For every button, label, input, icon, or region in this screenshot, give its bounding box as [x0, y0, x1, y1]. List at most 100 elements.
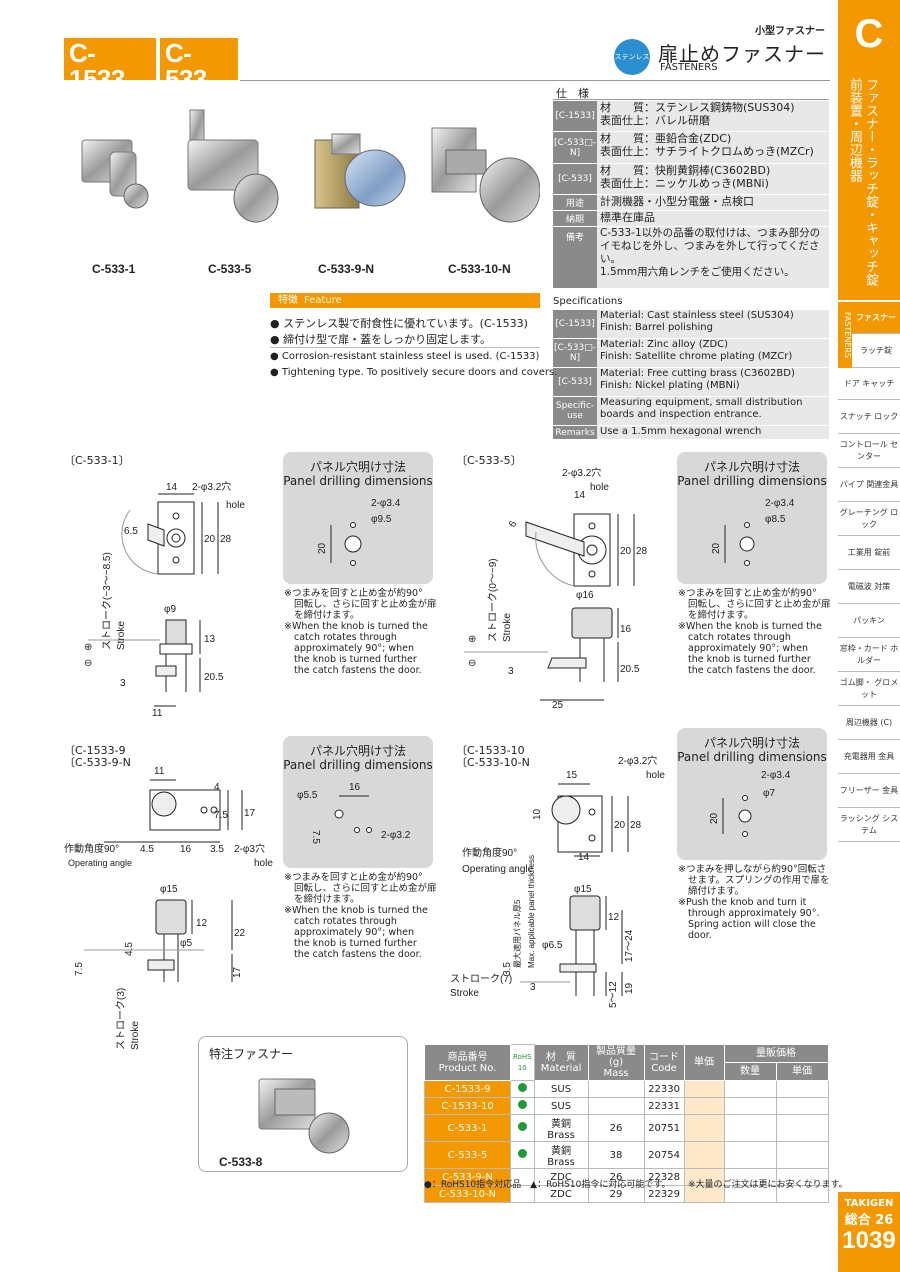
side-item-grating[interactable]: グレーチング ロック — [838, 502, 900, 536]
d3-dim-v17: 17 — [232, 966, 243, 978]
product-photos — [81, 109, 540, 223]
side-item-emi[interactable]: 電磁波 対策 — [838, 570, 900, 604]
drawing4-note: ※つまみを押しながら約90°回転させます。スプリングの作用で扉を締付けます。 ※… — [678, 864, 830, 941]
d3-dim-16: 16 — [180, 844, 192, 855]
table-row: C-533-9-N ZDC 26 22328 — [424, 1168, 829, 1186]
page-subtitle: FASTENERS — [660, 62, 718, 73]
side-item-latch[interactable]: ラッチ錠 — [852, 334, 900, 368]
spec-en-c533n: [C-533□-N] Material: Zinc alloy (ZDC)Fin… — [553, 339, 829, 368]
photo-c533-8 — [258, 1078, 350, 1154]
d1-minus: ⊖ — [84, 658, 92, 669]
d1-dim-20-5: 20.5 — [204, 672, 224, 683]
side-item-snatch[interactable]: スナッチ ロック — [838, 400, 900, 434]
d1-dim-hole: 2-φ3.2穴 — [192, 480, 231, 493]
side-item-freezer[interactable]: フリーザー 金具 — [838, 774, 900, 808]
d3-angle: 作動角度90° — [64, 842, 119, 855]
d2-dim-6: 6 — [507, 519, 520, 530]
side-item-packing[interactable]: パッキン — [838, 604, 900, 638]
spec-row-c533n: [C-533□-N] 材 質：亜鉛合金(ZDC)表面仕上：サチライトクロムめっき… — [553, 132, 829, 164]
p3-dim-32: 2-φ3.2 — [381, 830, 411, 841]
side-item-grommet[interactable]: ゴム脚・ グロメット — [838, 672, 900, 706]
p2-dim-85: φ8.5 — [765, 514, 786, 525]
feature-divider — [270, 347, 540, 348]
d2-stroke-en: Stroke — [502, 613, 513, 642]
drawing3: 11 4 7.5 17 作動角度90° Operating angle 4.5 … — [64, 766, 273, 1050]
custom-title: 特注ファスナー — [209, 1047, 294, 1061]
side-item-pipe[interactable]: パイプ 関連金具 — [838, 468, 900, 502]
d4-dim-15: 15 — [566, 770, 578, 781]
side-item-card-holder[interactable]: 窓枠・カード ホルダー — [838, 638, 900, 672]
d3-dim-11: 11 — [154, 766, 165, 777]
d1-stroke: ストローク(−3〜−8.5) — [101, 552, 113, 650]
d4-dim-5-12: 5〜12 — [608, 981, 619, 1008]
d1-plus: ⊕ — [84, 642, 92, 653]
side-item-fastener[interactable]: ファスナー — [852, 302, 900, 334]
side-item-peripheral[interactable]: 周辺機器 (C) — [838, 706, 900, 740]
spec-row-use: 用途 計測機器・小型分電盤・点検口 — [553, 195, 829, 211]
d3-dim-3-5: 3.5 — [210, 844, 224, 855]
panel4: パネル穴明け寸法 Panel drilling dimensions 2-φ3.… — [677, 728, 827, 860]
side-item-lashing[interactable]: ラッシング システム — [838, 808, 900, 842]
p4-dim-7: φ7 — [763, 788, 775, 799]
d2-dim-hole-en: hole — [590, 482, 609, 493]
panel2: パネル穴明け寸法 Panel drilling dimensions 2-φ3.… — [677, 452, 827, 584]
p2-dim-34: 2-φ3.4 — [765, 498, 795, 509]
spec-heading-en: Specifications — [553, 296, 623, 307]
drawing2-label: 〔C-533-5〕 — [456, 454, 522, 467]
spec-row-delivery: 納期 標準在庫品 — [553, 211, 829, 227]
custom-fastener-box: 特注ファスナー C-533-8 — [198, 1036, 408, 1172]
d1-phi9: φ9 — [164, 604, 176, 615]
d1-stroke-en: Stroke — [116, 621, 127, 650]
spec-en-c533: [C-533] Material: Free cutting brass (C3… — [553, 368, 829, 397]
d3-dim-v7-5: 7.5 — [74, 962, 85, 976]
d4-angle: 作動角度90° — [462, 846, 517, 859]
table-footnote-left: ●：RoHS10指令対応品 ▲：RoHS10指令に対応可能です。 — [424, 1180, 671, 1190]
d2-dim-14: 14 — [574, 490, 586, 501]
drawing2-note: ※つまみを回すと止め金が約90°回転し、さらに回すと止め金が扉を締付けます。 ※… — [678, 588, 831, 676]
photo-label-1: C-533-1 — [92, 262, 136, 276]
p3-dim-16: 16 — [349, 782, 361, 793]
photo-label-2: C-533-5 — [208, 262, 252, 276]
d3-stroke-en: Stroke — [130, 1021, 141, 1050]
side-item-control[interactable]: コントロール センター — [838, 434, 900, 468]
side-item-industrial-lock[interactable]: 工業用 錠前 — [838, 536, 900, 570]
d1-dim-11: 11 — [152, 708, 163, 719]
d1-dim-20: 20 — [204, 534, 216, 545]
d1-dim-13: 13 — [204, 634, 216, 645]
table-row: C-533-1 黄銅 Brass 26 20751 — [424, 1114, 829, 1142]
photo-c533-5 — [187, 109, 279, 223]
d4-dim-12: 12 — [608, 912, 620, 923]
drawing3-label-2: 〔C-533-9-N — [64, 756, 131, 769]
d2-dim-20-5: 20.5 — [620, 664, 640, 675]
d4-dim-28: 28 — [630, 820, 642, 831]
side-item-charger[interactable]: 充電器用 金具 — [838, 740, 900, 774]
d1-dim-14: 14 — [166, 482, 178, 493]
panel3: パネル穴明け寸法 Panel drilling dimensions φ5.5 … — [283, 736, 433, 868]
header-rule — [240, 80, 830, 81]
drawing1-label: 〔C-533-1〕 — [64, 454, 130, 467]
photo-c533-10-n — [431, 127, 540, 223]
table-row: C-1533-10 SUS 22331 — [424, 1097, 829, 1115]
feature-line-1: ● ステンレス製で耐食性に優れています。(C-1533) — [270, 317, 528, 330]
spec-rule — [553, 99, 829, 100]
feature-line-en-2: ● Tightening type. To positively secure … — [270, 367, 558, 378]
page-number-box: TAKIGEN 総合 26 1039 — [838, 1192, 900, 1272]
spec-row-c533: [C-533] 材 質：快削黄銅棒(C3602BD)表面仕上：ニッケルめっき(M… — [553, 164, 829, 195]
drawing4: 15 2-φ3.2穴 hole 10 20 28 14 作動角度90° Oper… — [450, 754, 665, 1008]
d4-dim-10: 10 — [532, 808, 543, 820]
total-page: 総合 26 — [844, 1213, 894, 1228]
table-row: C-533-10-N ZDC 29 22329 — [424, 1185, 829, 1203]
d4-maxpanel-en: Max. applicable panel thickness — [527, 855, 536, 968]
side-item-door-catch[interactable]: ドア キャッチ — [838, 368, 900, 400]
d1-dim-3: 3 — [120, 678, 126, 689]
d2-dim-hole: 2-φ3.2穴 — [562, 466, 601, 479]
d2-dim-3: 3 — [508, 666, 514, 677]
d3-angle-en: Operating angle — [68, 858, 132, 868]
d4-stroke: ストローク(7) — [450, 973, 512, 985]
feature-line-en-1: ● Corrosion-resistant stainless steel is… — [270, 351, 540, 362]
d4-dim-3: 3 — [530, 982, 536, 993]
d3-dim-v4-5: 4.5 — [124, 942, 135, 956]
rohs-dot-icon — [517, 1149, 527, 1158]
